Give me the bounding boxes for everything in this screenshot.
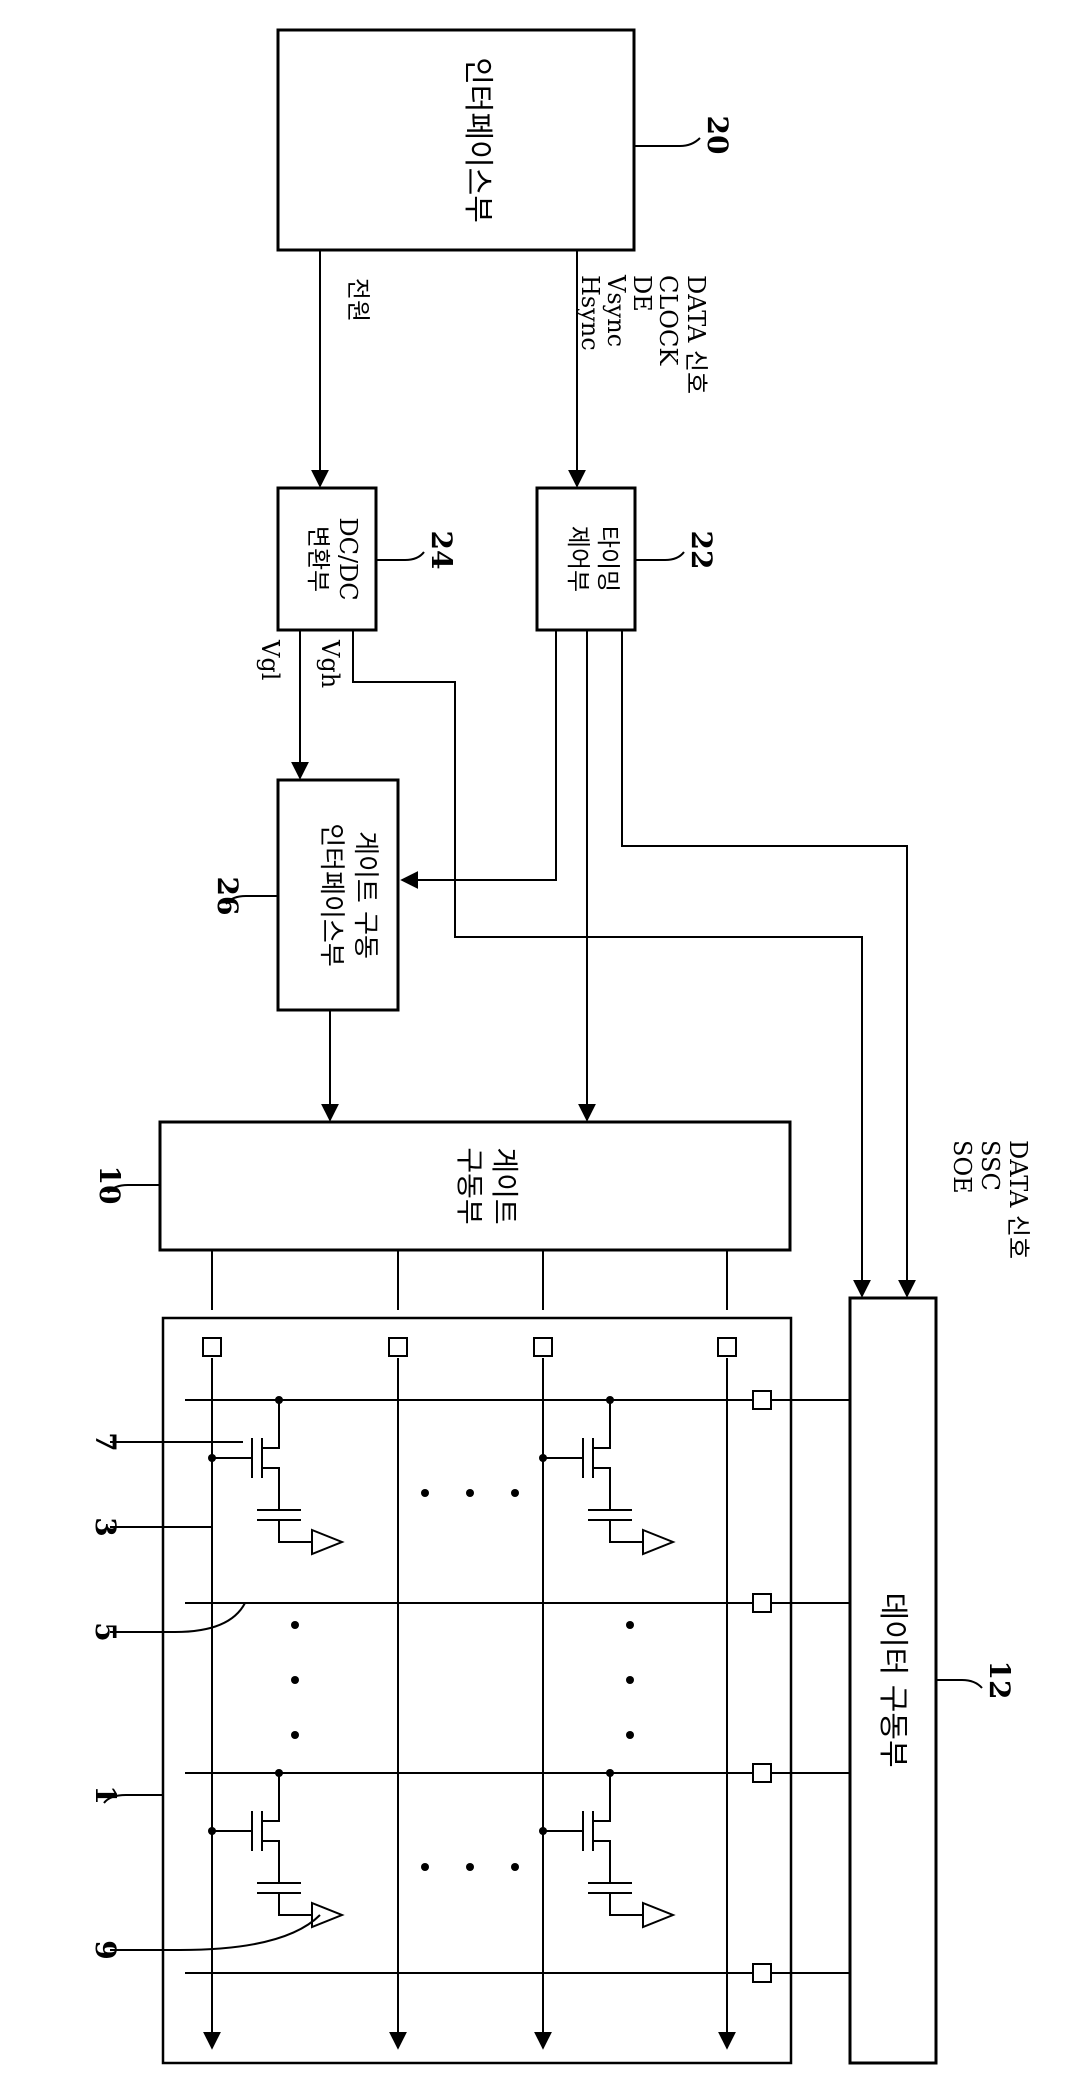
timing-to-gate-interface-line (402, 630, 556, 880)
gate-drive-interface-block: 게이트 구동 인터페이스부 (278, 780, 398, 1010)
ref-label-26: 26 (211, 877, 244, 916)
ref-leader-12 (936, 1680, 982, 1688)
gate-driver-label-1: 게이트 (488, 1147, 521, 1224)
sig-data: DATA 신호 (682, 275, 710, 394)
dcdc-converter-block: DC/DC 변환부 (278, 488, 376, 630)
interface-unit-block: 인터페이스부 (278, 30, 634, 250)
ref-label-9: 9 (89, 1940, 122, 1959)
ref-leader-24 (376, 552, 424, 560)
sig2-ssc: SSC (976, 1140, 1004, 1191)
gate-interface-label-1: 게이트 구동 (350, 831, 380, 959)
gate-interface-label-2: 인터페이스부 (316, 823, 346, 967)
data-driver-signal-labels: DATA 신호 SSC SOE (948, 1140, 1032, 1259)
ref-label-7: 7 (89, 1432, 122, 1451)
dcdc-label-2: 변환부 (304, 526, 332, 592)
vgh-label: Vgh (316, 639, 344, 688)
ref-label-1: 1 (89, 1785, 122, 1804)
ref-label-5: 5 (89, 1622, 122, 1641)
data-driver-label: 데이터 구동부 (875, 1592, 910, 1767)
ref-label-20: 20 (701, 116, 734, 155)
sig2-soe: SOE (948, 1140, 976, 1194)
sig-hsync: Hsync (576, 275, 604, 351)
dcdc-label-1: DC/DC (334, 517, 362, 600)
timing-controller-block: 타이밍 제어부 (537, 488, 635, 630)
gate-driver-block: 게이트 구동부 (160, 1122, 790, 1250)
ref-leader-20 (634, 138, 700, 146)
ref-label-22: 22 (685, 531, 718, 570)
sig-de: DE (628, 275, 656, 312)
timing-label-2: 제어부 (564, 526, 592, 592)
ref-label-10: 10 (93, 1166, 126, 1205)
sig-vsync: Vsync (602, 274, 630, 347)
data-driver-block: 데이터 구동부 (850, 1298, 936, 2063)
sig2-data: DATA 신호 (1004, 1140, 1032, 1259)
interface-signal-labels: DATA 신호 CLOCK DE Vsync Hsync (576, 274, 710, 394)
ref-leader-22 (635, 552, 684, 560)
ref-label-24: 24 (425, 531, 458, 570)
ref-label-12: 12 (983, 1661, 1016, 1700)
lcd-panel (163, 1318, 791, 2063)
power-label: 전원 (344, 278, 372, 322)
ref-label-3: 3 (89, 1517, 122, 1536)
timing-label-1: 타이밍 (594, 526, 622, 592)
gate-driver-outputs (212, 1250, 727, 1310)
interface-unit-label: 인터페이스부 (460, 57, 495, 223)
gate-driver-label-2: 구동부 (453, 1147, 486, 1224)
vgl-label: Vgl (256, 639, 284, 680)
sig-clock: CLOCK (654, 275, 682, 366)
